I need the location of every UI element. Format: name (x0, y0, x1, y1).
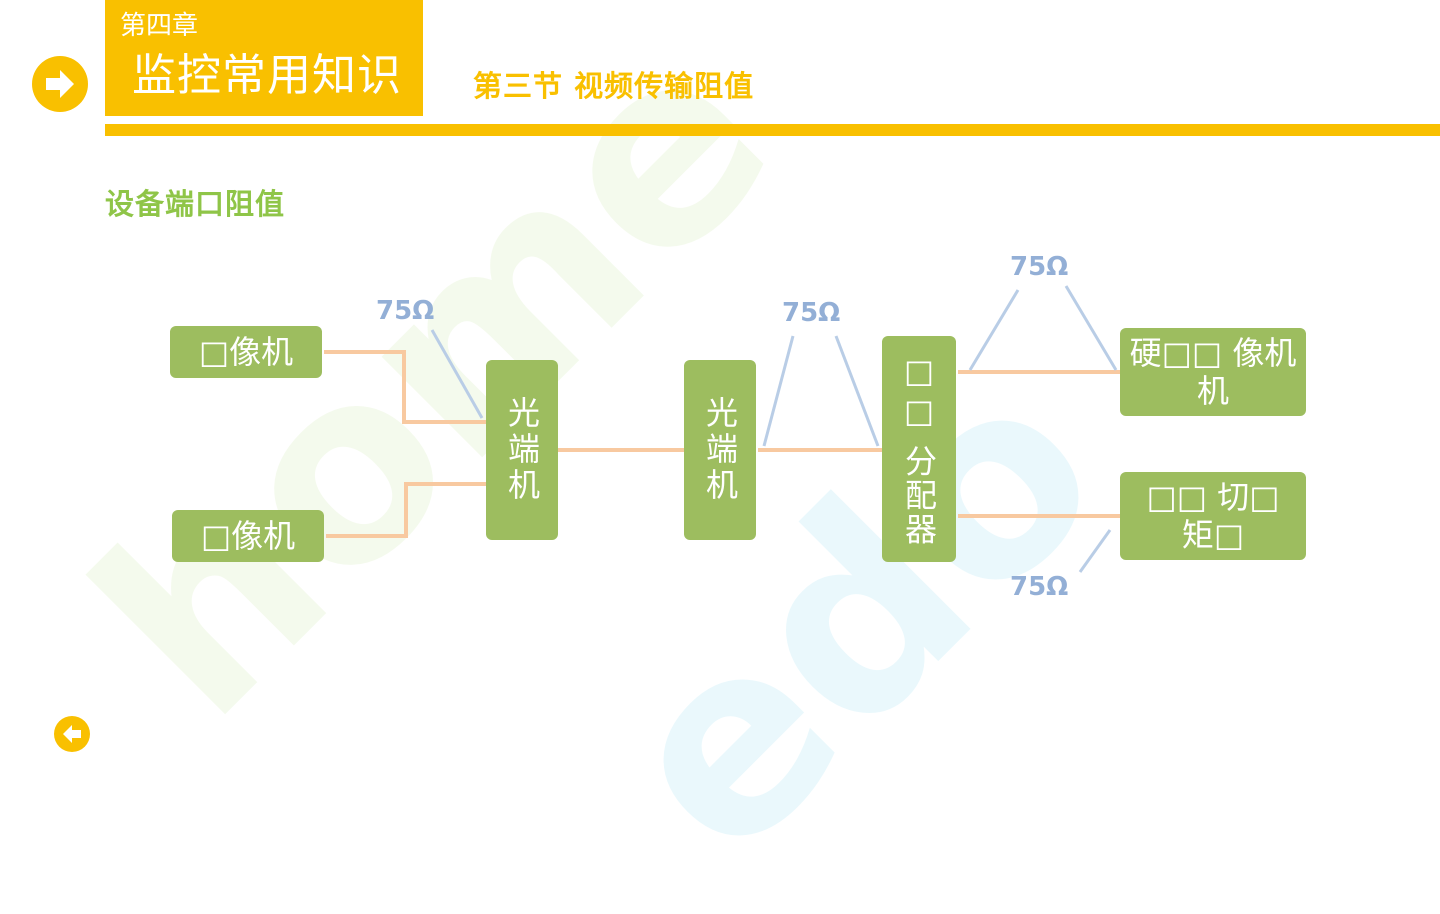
prev-slide-button[interactable] (54, 716, 90, 752)
hdd-recorder-node: 硬□□ 像机机 (1120, 328, 1306, 416)
impedance-label-middle: 75Ω (782, 298, 841, 328)
chapter-label: 第四章 (120, 11, 199, 41)
diagram-connections (324, 285, 1120, 573)
pointer-top-left (430, 329, 484, 419)
page-subtitle: 设备端口阻值 (105, 187, 286, 221)
wire-camera-top-to-transceiver (324, 350, 486, 424)
signal-wires (324, 350, 1120, 538)
camera-top-node: □像机 (170, 326, 322, 378)
pointer-top-right-right (1064, 285, 1118, 371)
impedance-label-bottom-right: 75Ω (1010, 572, 1069, 602)
next-slide-button[interactable] (32, 56, 88, 112)
chapter-title: 监控常用知识 (132, 50, 402, 101)
optical-transceiver-1-node: 光端机 (486, 360, 558, 540)
pointer-bottom-right (1078, 529, 1112, 573)
impedance-pointers (430, 285, 1118, 573)
distributor-node: □□ 分配器 (882, 336, 956, 562)
impedance-label-top-left: 75Ω (376, 296, 435, 326)
pointer-middle-right (834, 335, 880, 447)
matrix-switcher-node: □□ 切□ 矩□ (1120, 472, 1306, 560)
impedance-label-top-right: 75Ω (1010, 252, 1069, 282)
pointer-middle-left (762, 335, 795, 447)
pointer-top-right-left (968, 289, 1020, 371)
optical-transceiver-2-node: 光端机 (684, 360, 756, 540)
arrow-right-circle-icon (46, 70, 74, 98)
arrow-left-circle-icon (63, 725, 81, 743)
camera-bottom-node: □像机 (172, 510, 324, 562)
section-title: 第三节 视频传输阻值 (473, 69, 755, 103)
wire-camera-bottom-to-transceiver (326, 482, 486, 538)
header-divider (105, 124, 1440, 136)
chapter-banner (105, 0, 423, 116)
